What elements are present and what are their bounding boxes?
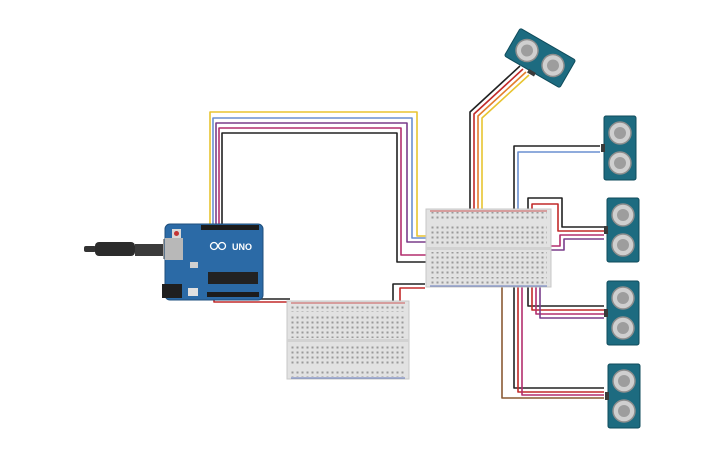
wire-s2-blue[interactable] bbox=[517, 151, 600, 210]
arduino-logo-icon bbox=[209, 241, 227, 251]
wire-s3-black[interactable] bbox=[527, 197, 604, 228]
ultrasonic-sensor-4[interactable] bbox=[603, 280, 640, 346]
wire-s4-purple[interactable] bbox=[539, 286, 604, 319]
digital-header[interactable] bbox=[201, 225, 259, 230]
wire-black-top[interactable] bbox=[221, 132, 430, 263]
wire-s5-red[interactable] bbox=[517, 286, 604, 393]
wire-magenta[interactable] bbox=[218, 127, 430, 256]
wire-s4-black[interactable] bbox=[527, 286, 604, 307]
arduino-uno-board[interactable]: UNO bbox=[162, 223, 264, 301]
breadboard-main[interactable] bbox=[425, 208, 552, 288]
wire-s3-red[interactable] bbox=[531, 203, 604, 232]
power-jack-icon bbox=[162, 284, 182, 298]
atmega-chip-icon bbox=[208, 272, 258, 284]
wire-s5-black[interactable] bbox=[513, 286, 604, 389]
usb-socket-icon bbox=[165, 238, 183, 260]
wire-black-bridge[interactable] bbox=[392, 283, 425, 306]
wire-s5-magenta[interactable] bbox=[521, 286, 604, 396]
ultrasonic-sensor-2[interactable] bbox=[600, 115, 637, 181]
uno-label: UNO bbox=[232, 242, 252, 252]
wire-blue[interactable] bbox=[212, 117, 428, 239]
usb-cable[interactable] bbox=[84, 239, 173, 259]
ultrasonic-sensor-3[interactable] bbox=[603, 197, 640, 263]
wire-s1-orange[interactable] bbox=[477, 71, 527, 210]
analog-header[interactable] bbox=[207, 292, 259, 297]
wire-s4-magenta[interactable] bbox=[535, 286, 604, 315]
wire-s1-black[interactable] bbox=[469, 65, 521, 210]
wire-s5-brown[interactable] bbox=[501, 286, 604, 399]
wire-red-bridge[interactable] bbox=[399, 287, 425, 306]
wire-purple[interactable] bbox=[215, 122, 430, 243]
wire-s1-yellow[interactable] bbox=[481, 74, 530, 210]
wire-yellow[interactable] bbox=[209, 111, 428, 237]
ultrasonic-sensor-5[interactable] bbox=[604, 363, 641, 429]
wire-s1-red[interactable] bbox=[473, 68, 524, 210]
breadboard-small[interactable] bbox=[286, 300, 410, 380]
wire-s2-black[interactable] bbox=[513, 145, 600, 210]
ultrasonic-sensor-1[interactable] bbox=[502, 27, 577, 92]
wire-s4-red[interactable] bbox=[531, 286, 604, 311]
